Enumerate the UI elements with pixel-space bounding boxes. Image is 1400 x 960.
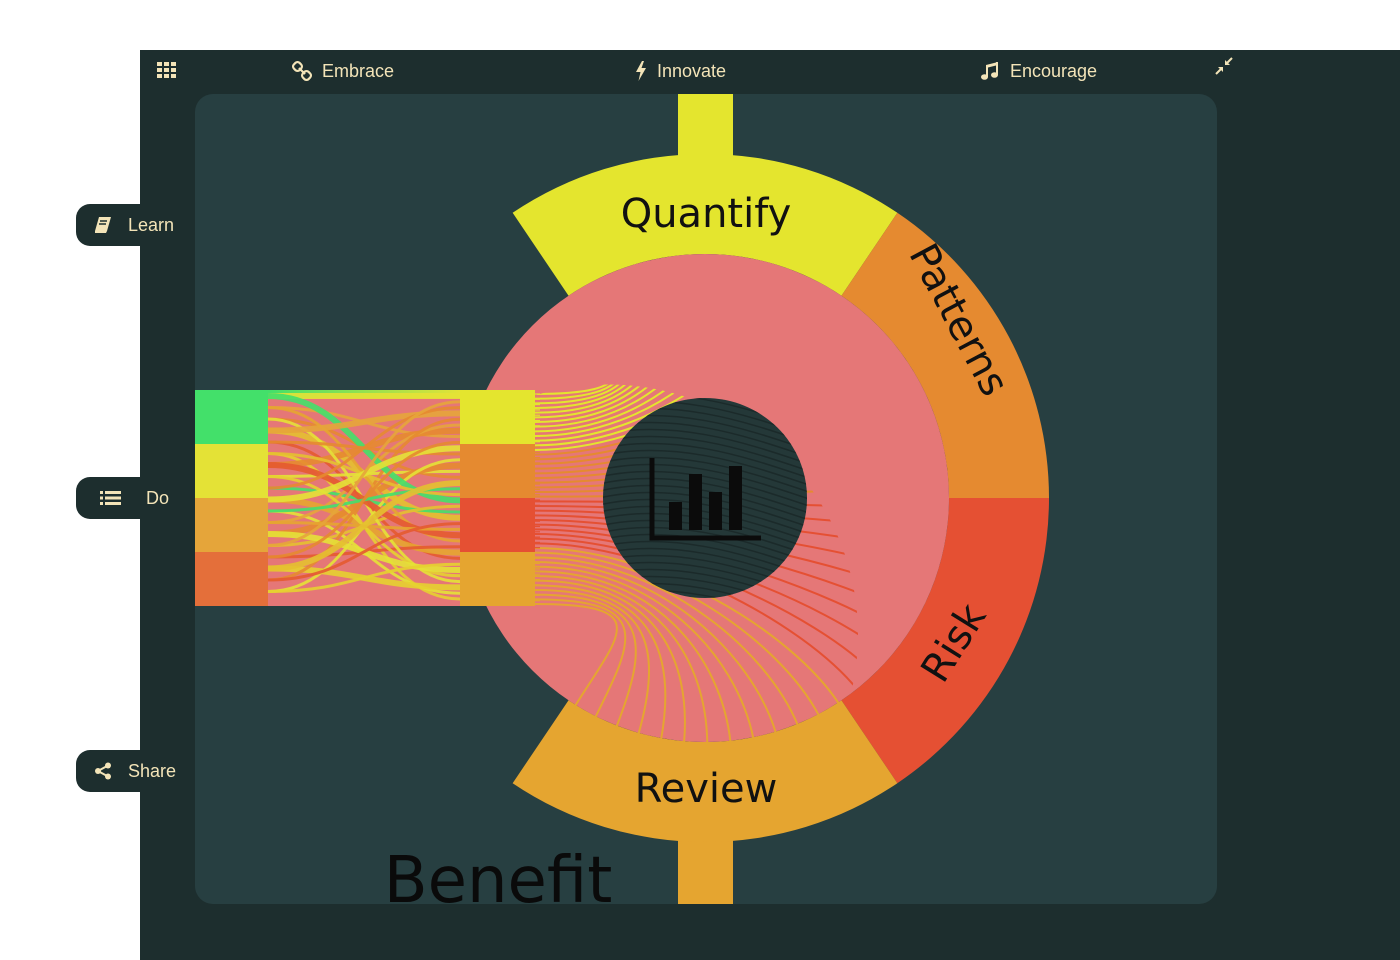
bar-chart-icon <box>649 458 761 541</box>
nav-embrace[interactable]: Embrace <box>292 60 394 82</box>
hatch-line <box>603 470 807 509</box>
sidebar-item-learn-label: Learn <box>128 214 175 235</box>
bolt-icon <box>636 61 646 81</box>
grid-icon[interactable] <box>157 62 177 83</box>
chord-line <box>534 593 637 728</box>
chord-line <box>534 384 686 419</box>
sidebar-item-do[interactable]: Do <box>76 477 196 519</box>
nav-encourage-label: Encourage <box>1010 60 1098 81</box>
bottom-connector <box>678 834 733 904</box>
top-connector <box>678 94 733 164</box>
chord-line <box>534 384 709 423</box>
chord-line <box>534 384 627 400</box>
sankey-flow-line <box>267 480 461 572</box>
hatch-line <box>603 463 807 502</box>
chord-line <box>534 579 686 744</box>
sankey-target-bar <box>460 498 535 552</box>
chord-line <box>534 556 799 727</box>
chord-line <box>534 384 650 409</box>
sidebar-item-share[interactable]: Share <box>76 750 196 792</box>
hatch-line <box>603 449 807 488</box>
sankey-flow-line <box>267 562 461 593</box>
nav-encourage[interactable]: Encourage <box>980 60 1097 82</box>
nav-innovate[interactable]: Innovate <box>635 60 726 82</box>
sankey-source-bar <box>195 498 268 552</box>
sankey-flow-line <box>267 406 461 490</box>
list-icon <box>100 491 121 505</box>
sankey-flows <box>195 390 540 606</box>
chord-line <box>534 603 618 708</box>
chord-line <box>534 384 667 414</box>
chord-line <box>534 547 841 705</box>
sankey-flow-line <box>267 410 461 434</box>
sankey-target-bar <box>460 390 535 444</box>
sidebar-item-do-label: Do <box>146 487 170 508</box>
sankey-target-bar <box>460 552 535 606</box>
sankey-flow-line <box>267 522 461 582</box>
sankey-source-bar <box>195 444 268 498</box>
segment-risk[interactable] <box>841 498 1049 784</box>
chord-line <box>534 589 650 736</box>
label-quantify: Quantify <box>621 191 792 237</box>
label-review: Review <box>635 766 778 812</box>
chord-line <box>534 384 778 437</box>
chord-line <box>534 384 618 395</box>
diagram-panel: Quantify Review Patterns Risk Benefit <box>195 94 1217 904</box>
sidebar-item-share-label: Share <box>128 760 177 781</box>
book-icon <box>95 217 111 233</box>
compress-icon[interactable] <box>1215 57 1233 80</box>
hatch-line <box>603 477 807 516</box>
chord-line <box>534 575 709 744</box>
share-icon <box>95 762 111 780</box>
chord-line <box>534 570 732 743</box>
nav-innovate-label: Innovate <box>657 60 727 81</box>
sankey-flow-line <box>267 400 461 547</box>
chord-line <box>534 565 755 740</box>
flow-diagram: Quantify Review Patterns Risk Benefit <box>195 94 1049 904</box>
music-icon <box>981 62 998 80</box>
hatch-line <box>603 435 807 474</box>
benefit-label: Benefit <box>384 844 613 904</box>
chord-line <box>534 551 821 717</box>
chord-line <box>534 384 732 428</box>
hatch-line <box>603 456 807 495</box>
sankey-target-bar <box>460 444 535 498</box>
top-toolbar: Embrace Innovate Encourage <box>140 50 1400 92</box>
hatch-line <box>603 442 807 481</box>
sankey-source-bar <box>195 390 268 444</box>
chord-line <box>534 584 667 741</box>
sidebar-item-learn[interactable]: Learn <box>76 204 196 246</box>
segment-patterns[interactable] <box>841 212 1049 498</box>
chord-line <box>534 384 637 405</box>
link-icon <box>292 61 312 81</box>
segment-review[interactable] <box>512 700 898 842</box>
chord-line <box>534 384 755 433</box>
segment-quantify[interactable] <box>512 154 898 296</box>
chord-line <box>534 598 627 719</box>
sankey-flow-line <box>267 440 461 559</box>
chord-line <box>534 561 778 734</box>
nav-embrace-label: Embrace <box>322 60 395 81</box>
sankey-source-bar <box>195 552 268 606</box>
